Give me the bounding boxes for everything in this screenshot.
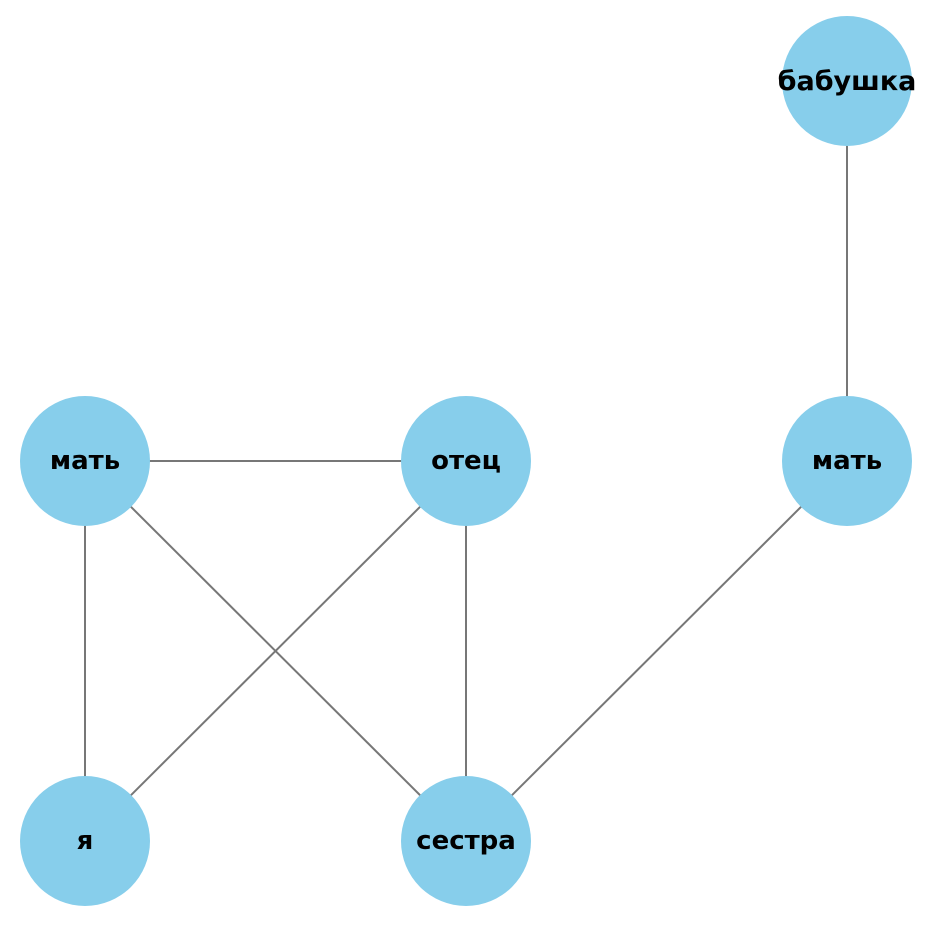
graph-node-otec[interactable]: отец	[401, 396, 531, 526]
graph-node-mat_right[interactable]: мать	[782, 396, 912, 526]
graph-node-ya[interactable]: я	[20, 776, 150, 906]
graph-edge	[465, 460, 848, 842]
graph-node-label: я	[76, 826, 94, 856]
graph-node-label: сестра	[416, 826, 516, 856]
graph-edge	[84, 460, 467, 842]
graph-node-label: мать	[49, 446, 121, 476]
graph-node-label: отец	[431, 446, 501, 476]
graph-node-babushka[interactable]: бабушка	[778, 16, 916, 146]
graph-node-sestra[interactable]: сестра	[401, 776, 531, 906]
graph-node-mat_left[interactable]: мать	[20, 396, 150, 526]
graph-node-label: бабушка	[777, 65, 917, 97]
graph-node-label: мать	[811, 446, 883, 476]
